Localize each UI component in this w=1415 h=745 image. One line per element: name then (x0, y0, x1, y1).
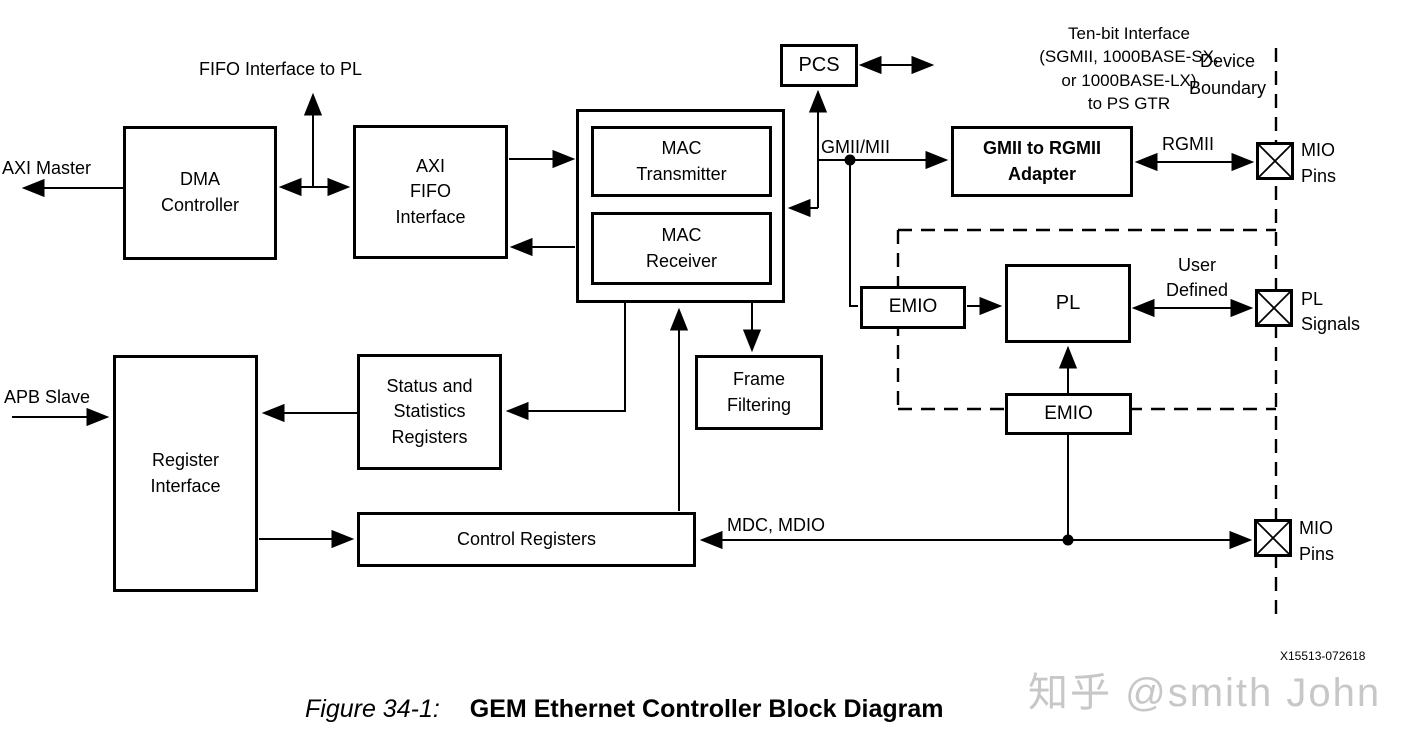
label-axi-master: AXI Master (2, 158, 92, 178)
figure-caption: Figure 34-1: GEM Ethernet Controller Blo… (305, 695, 944, 724)
gmii-junction-dot (844, 154, 856, 166)
label-fifo-interface-to-pl: FIFO Interface to PL (199, 59, 363, 79)
block-pl: PL (1005, 264, 1131, 343)
figure-caption-title: GEM Ethernet Controller Block Diagram (469, 695, 944, 723)
figure-caption-label: Figure 34-1: (305, 695, 440, 723)
mio-pin-icon-top (1256, 142, 1294, 180)
label-device-boundary: Device Boundary (1188, 51, 1267, 98)
mio-pin-icon-bottom (1254, 519, 1292, 557)
label-pl-signals: PL Signals (1301, 289, 1361, 334)
block-dma-controller: DMA Controller (123, 126, 277, 260)
doc-number: X15513-072618 (1280, 649, 1366, 663)
label-gmii-mii: GMII/MII (821, 137, 890, 157)
block-frame-filtering: Frame Filtering (695, 355, 823, 430)
block-mac-receiver: MAC Receiver (591, 212, 772, 285)
block-axi-fifo-interface: AXI FIFO Interface (353, 125, 508, 259)
block-control-registers: Control Registers (357, 512, 696, 567)
mdio-junction-dot (1062, 534, 1074, 546)
mac-to-status-arrow (505, 303, 626, 421)
pl-signals-pin-icon (1255, 289, 1293, 327)
gmii-to-emio-line (849, 160, 858, 307)
label-mio-pins-bottom: MIO Pins (1299, 518, 1335, 564)
block-pcs: PCS (780, 44, 858, 87)
label-mio-pins-top: MIO Pins (1301, 140, 1337, 186)
watermark: 知乎 @smith John (1028, 671, 1382, 715)
block-register-interface: Register Interface (113, 355, 258, 592)
block-emio-bottom: EMIO (1005, 393, 1132, 435)
block-mac-transmitter: MAC Transmitter (591, 126, 772, 197)
block-emio-left: EMIO (860, 286, 966, 329)
label-rgmii: RGMII (1162, 134, 1214, 154)
label-user-defined: User Defined (1165, 255, 1229, 300)
label-mdc-mdio: MDC, MDIO (727, 515, 825, 535)
block-status-statistics-registers: Status and Statistics Registers (357, 354, 502, 470)
block-gmii-to-rgmii-adapter: GMII to RGMII Adapter (951, 126, 1133, 197)
label-apb-slave: APB Slave (4, 387, 91, 407)
label-ten-bit-interface: Ten-bit Interface (SGMII, 1000BASE-SX, o… (1039, 24, 1219, 114)
